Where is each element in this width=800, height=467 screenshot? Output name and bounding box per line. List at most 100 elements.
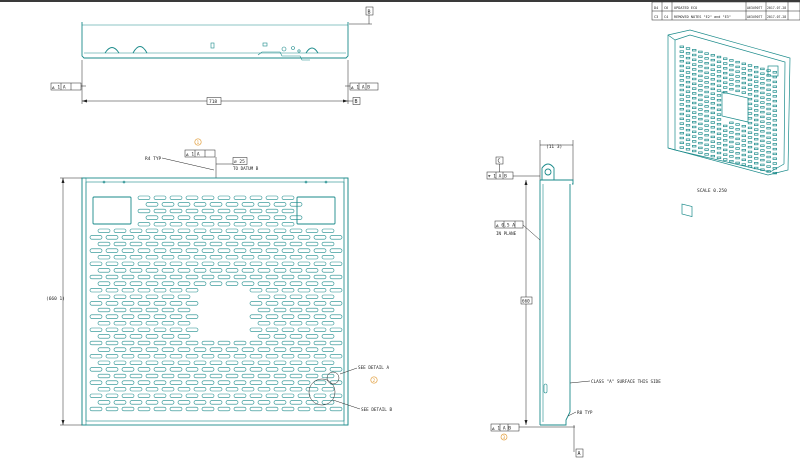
iso-slot — [716, 70, 722, 73]
iso-slot — [692, 116, 697, 119]
slot — [273, 241, 287, 247]
slot — [209, 255, 223, 260]
iso-slot — [685, 66, 691, 69]
slot — [89, 301, 103, 306]
slot — [185, 235, 199, 240]
slot — [169, 393, 183, 398]
iso-slot — [760, 91, 765, 95]
slot — [305, 334, 319, 339]
hanger-hole — [544, 168, 552, 176]
slot — [161, 307, 175, 313]
slot — [145, 202, 159, 207]
slot — [177, 360, 191, 365]
slot — [209, 360, 223, 365]
iso-slot — [710, 68, 715, 71]
iso-slot — [760, 163, 765, 167]
iso-slot — [679, 108, 684, 111]
slot — [105, 235, 119, 240]
slot — [185, 208, 199, 214]
iso-slot — [754, 99, 759, 102]
slot — [89, 367, 103, 372]
slot — [297, 393, 311, 398]
iso-slot — [716, 151, 722, 155]
slot — [113, 360, 127, 365]
iso-slot — [754, 80, 759, 83]
slot — [193, 202, 207, 207]
balloon-2 — [370, 376, 378, 384]
slot — [313, 380, 327, 385]
iso-slot — [685, 128, 691, 132]
iso-slot — [679, 146, 684, 149]
slot — [97, 281, 111, 286]
iso-slot — [735, 128, 740, 131]
slot — [329, 235, 343, 240]
iso-slot — [679, 103, 684, 106]
slot — [129, 387, 143, 392]
iso-slot — [716, 79, 722, 83]
iso-slot — [729, 121, 734, 124]
iso-slot — [698, 89, 703, 92]
slot — [265, 288, 279, 293]
iso-slot — [772, 138, 777, 141]
slot — [193, 281, 207, 286]
slot — [305, 321, 319, 326]
iso-slot — [741, 81, 746, 85]
slot — [249, 301, 263, 306]
iso-slot — [735, 89, 740, 93]
iso-slot — [704, 90, 709, 94]
slot — [193, 255, 207, 260]
slot — [297, 235, 311, 240]
iso-slot — [723, 148, 728, 152]
iso-slot — [692, 145, 697, 148]
side-top-dim: (11 3) — [546, 144, 562, 150]
top-width-dim: 718 — [209, 99, 217, 105]
iso-slot — [679, 136, 684, 140]
iso-slot — [766, 88, 771, 91]
slot — [225, 281, 239, 286]
iso-slot — [754, 157, 759, 160]
iso-slot — [685, 143, 691, 146]
iso-perforation-pattern — [679, 45, 777, 175]
slot — [169, 327, 183, 332]
iso-slot — [772, 114, 777, 117]
iso-slot — [772, 147, 777, 151]
iso-slot — [747, 64, 753, 67]
slot — [201, 261, 215, 266]
slot — [297, 406, 311, 412]
slot — [193, 241, 207, 247]
iso-slot — [692, 73, 697, 76]
iso-slot — [710, 111, 715, 115]
slot — [241, 360, 255, 365]
slot — [321, 307, 335, 313]
slot — [177, 281, 191, 286]
iso-slot — [747, 136, 753, 139]
slot — [129, 360, 143, 365]
slot — [297, 340, 311, 346]
front-radius-note: R4 TYP — [145, 156, 162, 162]
iso-slot — [723, 124, 728, 128]
slot — [217, 248, 231, 253]
slot — [273, 387, 287, 392]
slot — [113, 400, 127, 405]
slot — [137, 406, 151, 412]
iso-slot — [679, 69, 684, 72]
iso-slot — [716, 103, 722, 107]
iso-slot — [710, 116, 715, 119]
slot — [249, 261, 263, 266]
iso-slot — [685, 52, 691, 55]
slot — [209, 281, 223, 286]
slot — [209, 400, 223, 405]
slot — [89, 288, 103, 293]
slot — [217, 340, 231, 346]
iso-slot — [747, 88, 753, 91]
iso-slot — [685, 71, 691, 74]
slot — [89, 393, 103, 398]
slot — [145, 373, 159, 379]
slot — [153, 354, 167, 359]
slot — [169, 274, 183, 280]
slot — [193, 360, 207, 365]
slot — [329, 288, 343, 293]
slot — [113, 241, 127, 247]
slot — [153, 380, 167, 385]
iso-slot — [772, 90, 777, 93]
